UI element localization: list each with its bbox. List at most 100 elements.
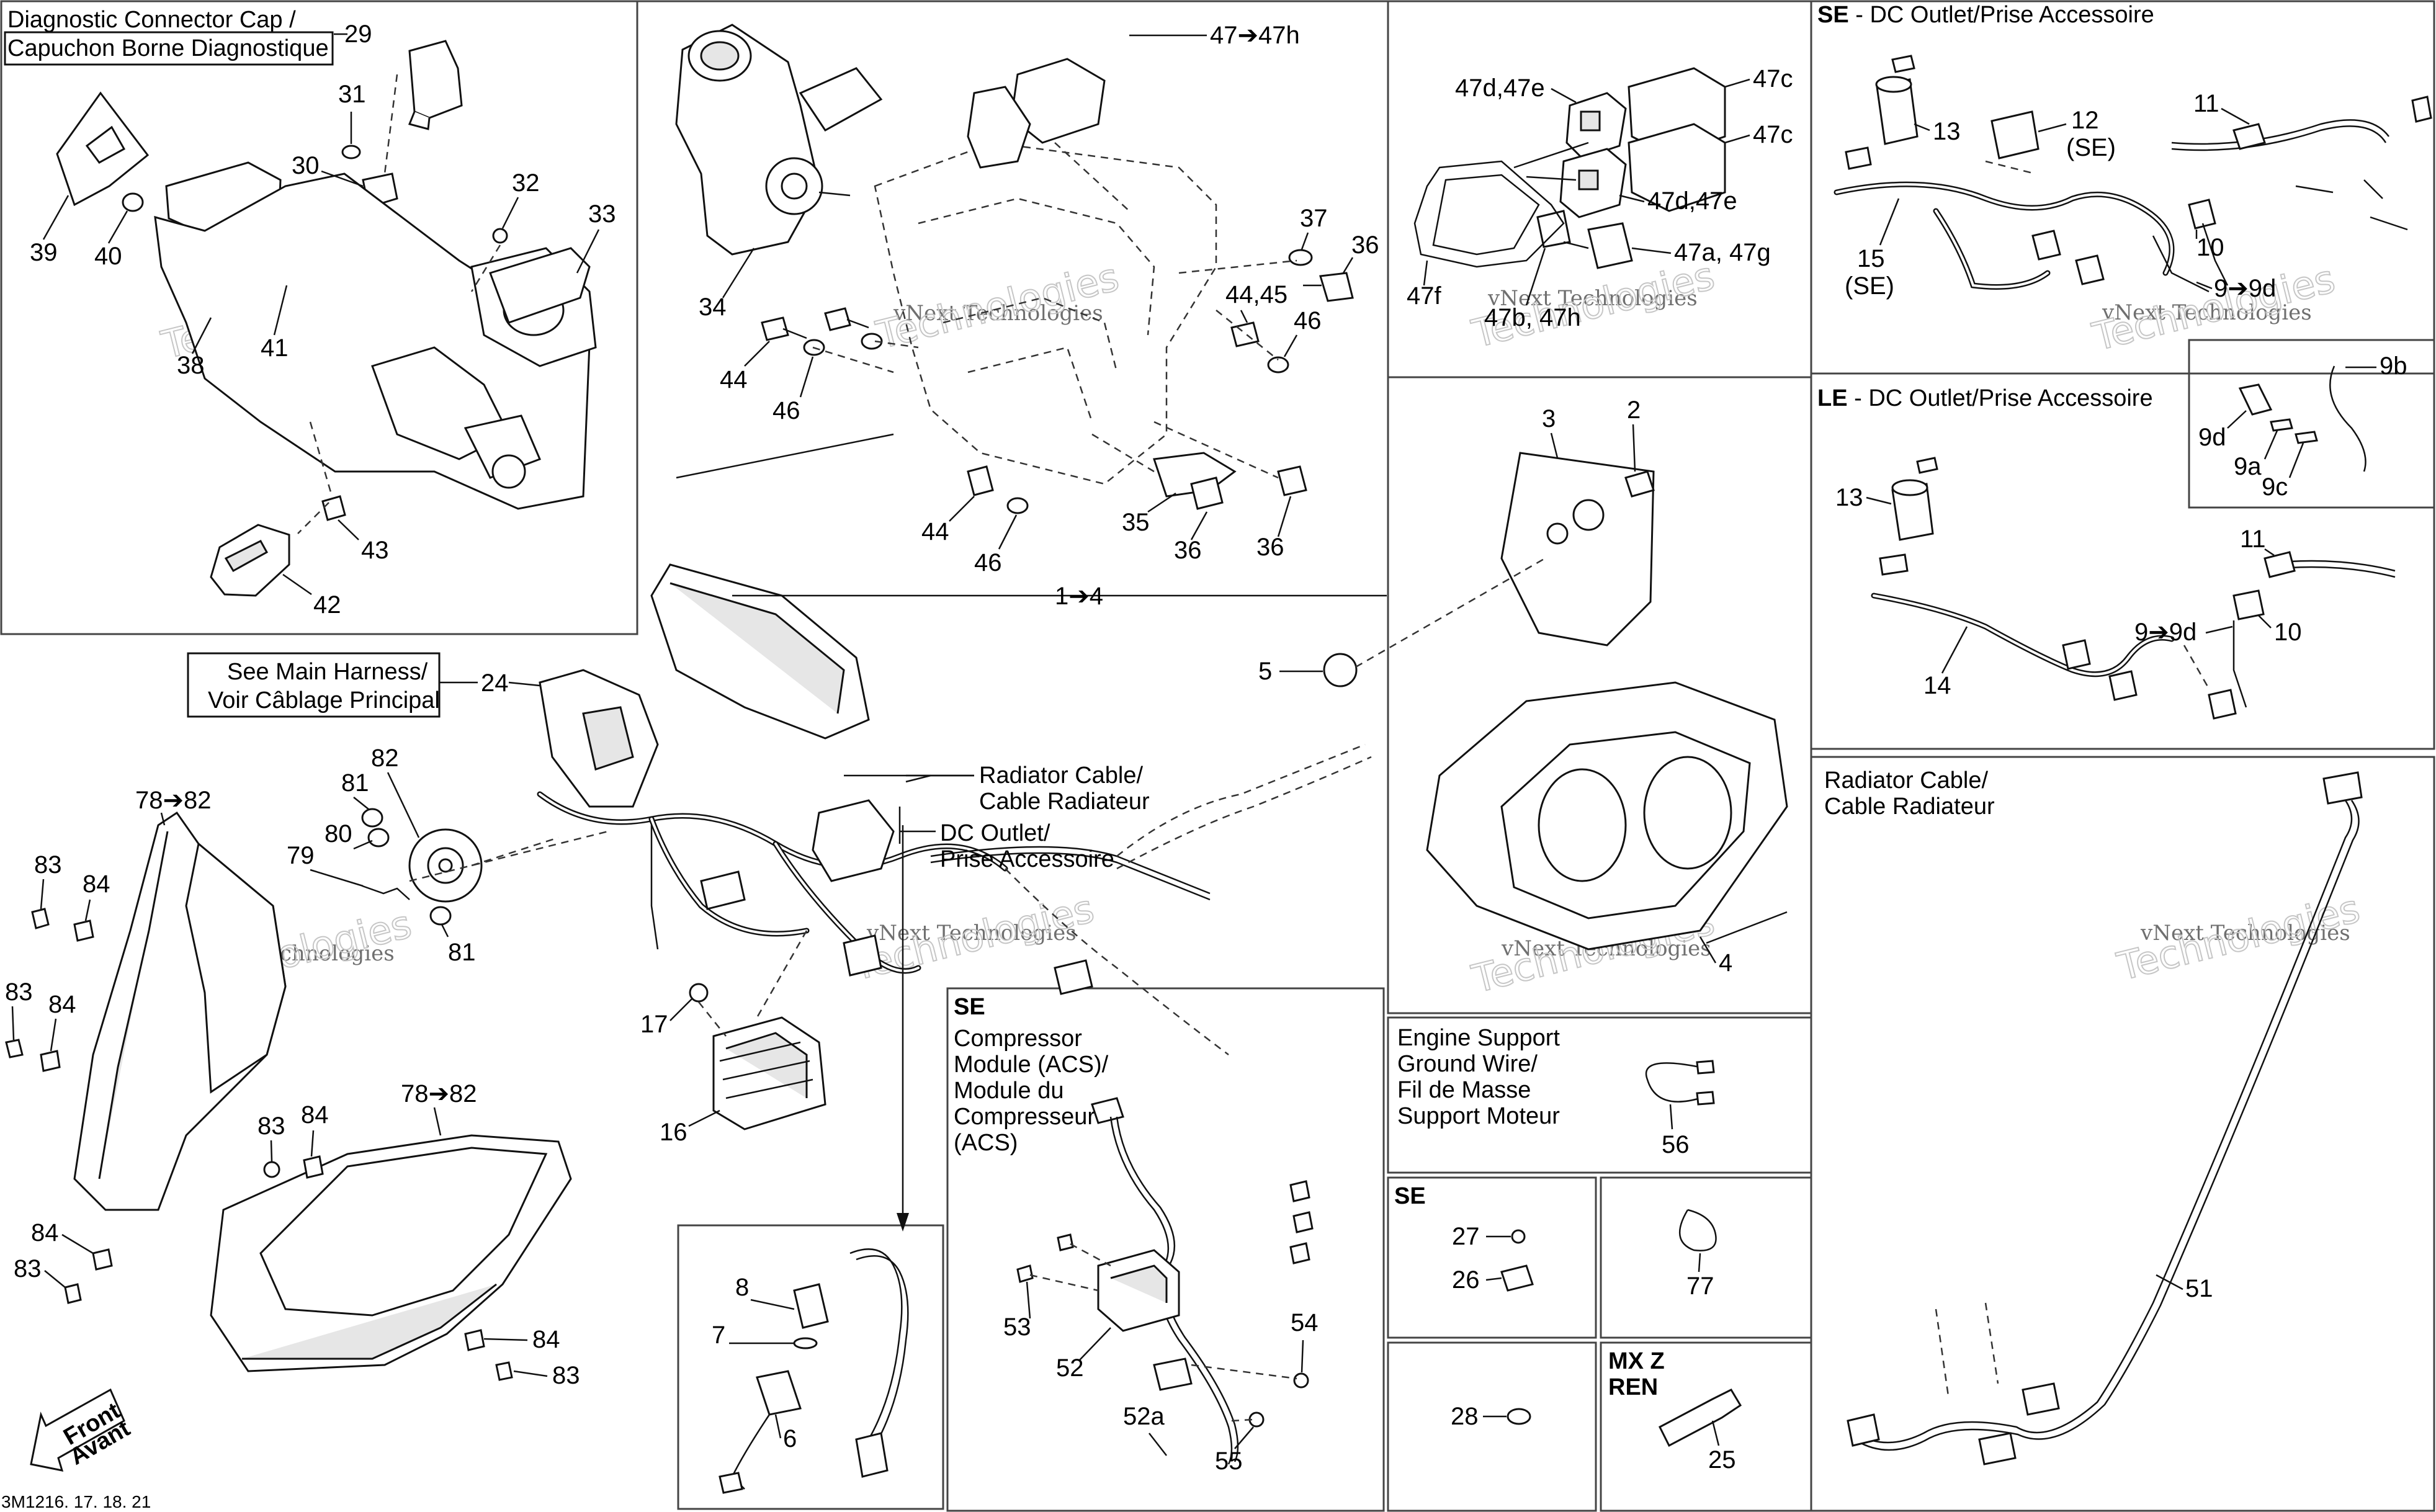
bolt-part	[1277, 465, 1307, 496]
mount-part	[489, 247, 591, 324]
tether-clip-part	[855, 1432, 889, 1478]
part-number-47bh: 47b, 47h	[1484, 304, 1581, 331]
fastener-part	[1289, 1242, 1310, 1264]
part-number-se-13: 13	[1933, 118, 1961, 145]
screw-2-part	[1624, 470, 1655, 498]
cable-11	[2171, 119, 2389, 145]
bulb-81-part	[429, 906, 452, 926]
part-number-81a: 81	[341, 769, 369, 797]
connector-part	[719, 1472, 743, 1494]
ground-wire-56	[1645, 1062, 1701, 1103]
connector-part	[1879, 553, 1909, 576]
part-number-le-10: 10	[2274, 619, 2302, 646]
cable-11	[2289, 560, 2396, 572]
part-number-24: 24	[481, 669, 509, 697]
bolt-53-part	[1016, 1264, 1034, 1283]
callout-line: Diagnostic Connector Cap /	[7, 7, 296, 33]
bulb-80-part	[367, 828, 390, 848]
clip-79-part	[362, 885, 410, 900]
screw-83-part	[31, 908, 50, 929]
part-number-le-9b: 9b	[2380, 352, 2407, 380]
part-number-53: 53	[1003, 1313, 1031, 1341]
part-number-29: 29	[344, 20, 372, 48]
connector-part	[2075, 254, 2105, 285]
pin-9a-part	[2270, 418, 2293, 432]
callout-main-harness: See Main Harness/ Voir Câblage Principal	[208, 659, 440, 714]
part-number-8: 8	[735, 1274, 749, 1301]
se-small-panel: SE 27 26	[1394, 1183, 1534, 1294]
part-number-39: 39	[30, 239, 58, 266]
part-number-46a: 46	[1294, 307, 1322, 334]
panel-tag-le: LE	[1817, 385, 1848, 411]
frame-tether	[677, 1224, 944, 1510]
part-number-82: 82	[371, 745, 399, 772]
panel-title-compressor: Compressor Module (ACS)/ Module du Compr…	[954, 1026, 1115, 1156]
part-number-33: 33	[588, 200, 616, 228]
part-number-83c: 83	[257, 1112, 285, 1140]
connector-part	[1153, 1358, 1193, 1391]
panel-tag-compressor: SE	[954, 994, 985, 1020]
terminal-part	[1847, 1413, 1880, 1447]
part-number-16: 16	[660, 1119, 687, 1146]
washer-part	[341, 145, 361, 159]
drawing-code: 3M1216. 17. 18. 21	[1, 1492, 151, 1511]
connector-9d-part	[2238, 383, 2273, 416]
part-number-47de-top: 47d,47e	[1455, 74, 1545, 102]
bolt-part	[824, 307, 851, 331]
mxz-panel: MX Z REN 25	[1608, 1348, 1742, 1474]
tether-panel: 8 7 6	[712, 1248, 909, 1494]
nut-part	[492, 228, 508, 244]
connector-part	[1978, 1432, 2017, 1465]
steering-column-group: Diagnostic Connector Cap / Capuchon Born…	[4, 4, 616, 619]
part-number-35: 35	[1122, 509, 1150, 536]
part-number-44b: 44	[921, 518, 949, 545]
part-number-42: 42	[313, 591, 341, 619]
watermark-text: vNext Technologies	[893, 301, 1103, 326]
spacer-part	[321, 495, 346, 521]
radiator-cable-51	[1855, 800, 2353, 1444]
switch-12-part	[1990, 110, 2040, 159]
part-number-80: 80	[325, 820, 352, 848]
connector-11-part	[2264, 551, 2296, 578]
diagnostic-cap-part	[408, 40, 463, 119]
frame-9-inset	[2188, 339, 2435, 509]
decal-5-part	[1323, 653, 1358, 687]
part-number-84a: 84	[83, 870, 110, 898]
ecm-group: 47➔47h 34 37 36 44,45 46 44 46 44 46 35 …	[675, 22, 1379, 576]
screw-83-part	[495, 1361, 513, 1381]
connector-part	[2062, 639, 2091, 670]
part-number-7: 7	[712, 1322, 725, 1349]
le-dc-outlet-panel: LE - DC Outlet/Prise Accessoire 9b 9d 9a…	[1817, 352, 2407, 720]
part-number-le-9: 9➔9d	[2134, 619, 2196, 646]
part-number-46b: 46	[772, 397, 800, 424]
dc-harness-14	[1871, 593, 2175, 678]
fastener-part	[1289, 1180, 1310, 1202]
bolt-part	[761, 316, 789, 341]
part-number-47c-a: 47c	[1753, 65, 1793, 92]
callout-dc-outlet: DC Outlet/ Prise Accessoire	[940, 820, 1114, 872]
watermark-outline: Technologies	[2088, 256, 2339, 359]
part-number-30: 30	[292, 152, 320, 179]
clip-26-part	[1500, 1264, 1534, 1292]
part-28-panel: 28	[1451, 1403, 1531, 1430]
part-number-51: 51	[2185, 1275, 2213, 1302]
part-number-25: 25	[1708, 1446, 1736, 1474]
connector-part	[2108, 670, 2138, 701]
part-number-38: 38	[177, 352, 205, 379]
bolt-part	[967, 465, 994, 496]
part-number-46c: 46	[974, 549, 1002, 576]
part-number-47de-bot: 47d,47e	[1647, 187, 1737, 215]
compressor-panel: SE Compressor Module (ACS)/ Module du Co…	[954, 994, 1319, 1475]
central-harness-group: 1➔4 See Main Harness/ Voir Câblage Princ…	[187, 563, 1387, 1232]
part-number-se-9: 9➔9d	[2214, 275, 2276, 302]
part-number-36b: 36	[1174, 537, 1202, 564]
part-number-44-45: 44,45	[1225, 281, 1287, 308]
frame-mxz	[1600, 1341, 1812, 1512]
bolt-part	[1190, 476, 1224, 510]
part-number-47f: 47f	[1407, 282, 1441, 310]
part-number-44a: 44	[720, 366, 748, 393]
grommet-part	[122, 192, 144, 212]
part-number-52a: 52a	[1123, 1403, 1165, 1430]
nut-84-part	[464, 1329, 485, 1351]
clip-27-part	[1511, 1229, 1526, 1244]
